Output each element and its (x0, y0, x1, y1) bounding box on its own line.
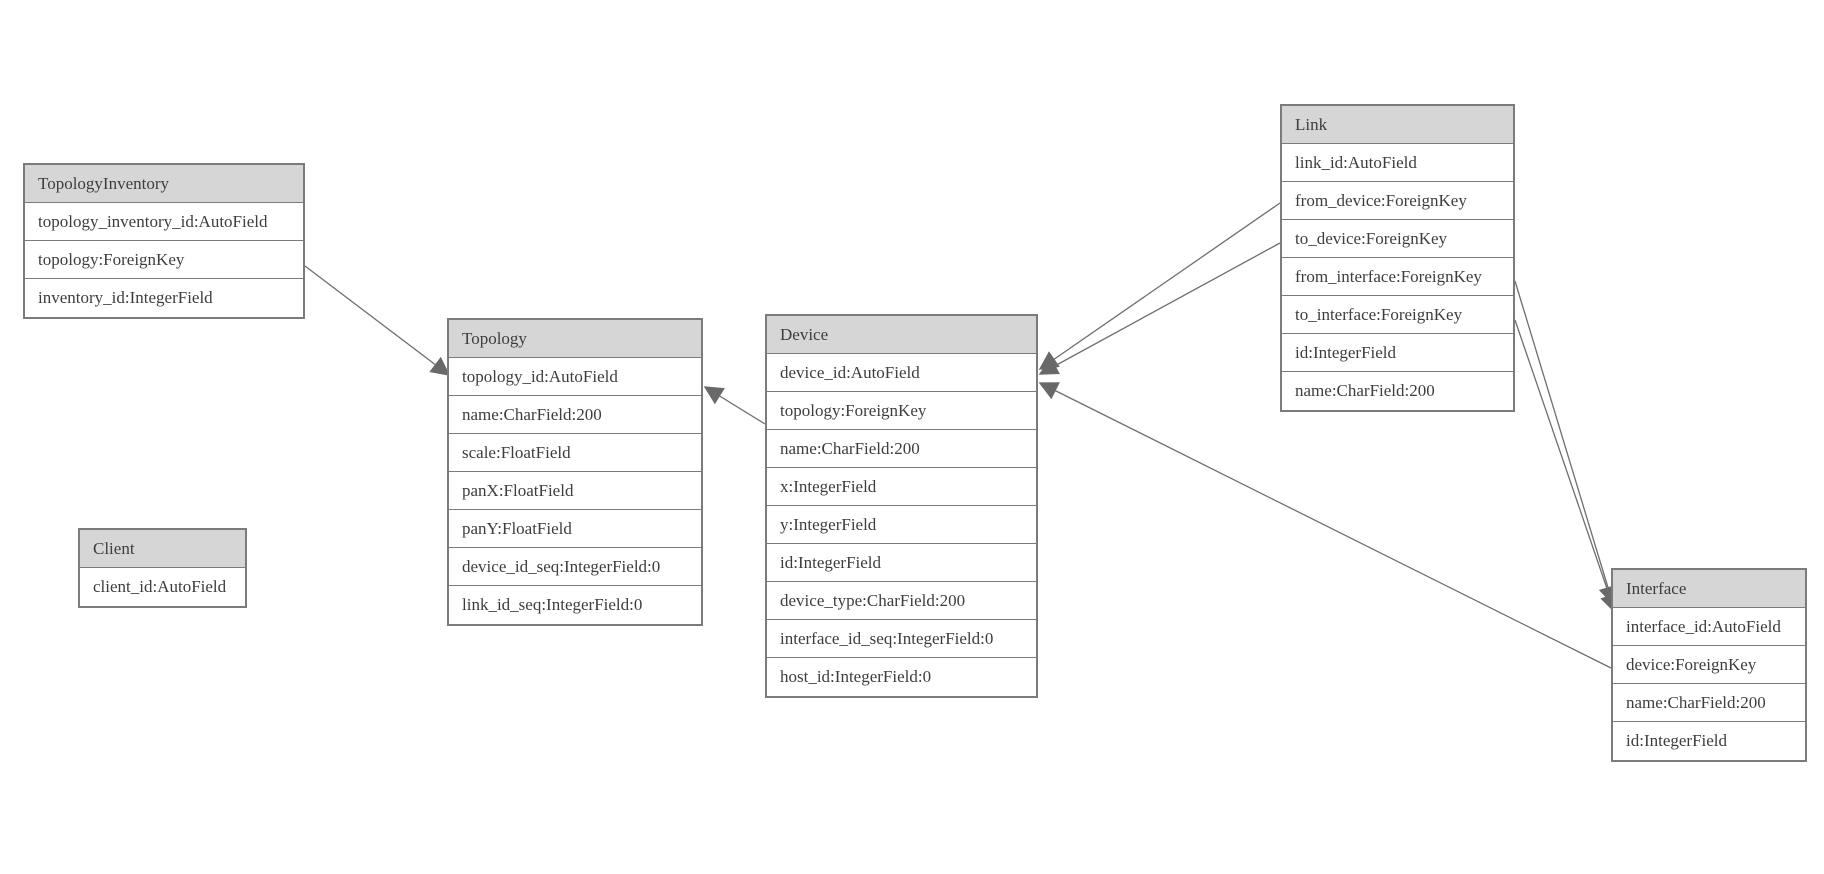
entity-title-topologyinventory: TopologyInventory (25, 165, 303, 203)
field-row-link-link_id: link_id:AutoField (1282, 144, 1513, 182)
field-row-device-interface_id_seq: interface_id_seq:IntegerField:0 (767, 620, 1036, 658)
field-row-client-client_id: client_id:AutoField (80, 568, 245, 606)
edge-interface-device-to-device-device_id (1038, 382, 1612, 669)
field-row-device-host_id: host_id:IntegerField:0 (767, 658, 1036, 696)
field-row-device-name: name:CharField:200 (767, 430, 1036, 468)
field-row-interface-device: device:ForeignKey (1613, 646, 1805, 684)
field-row-topology-name: name:CharField:200 (449, 396, 701, 434)
edge-link-to_interface-to-interface-interface_id (1514, 319, 1619, 614)
field-row-topology-topology_id: topology_id:AutoField (449, 358, 701, 396)
edge-link-from_device-to-device-device_id (1038, 202, 1281, 370)
field-row-link-id: id:IntegerField (1282, 334, 1513, 372)
field-row-device-y: y:IntegerField (767, 506, 1036, 544)
entity-title-topology: Topology (449, 320, 701, 358)
field-row-topology-panY: panY:FloatField (449, 510, 701, 548)
field-row-device-topology: topology:ForeignKey (767, 392, 1036, 430)
field-row-link-name: name:CharField:200 (1282, 372, 1513, 410)
field-row-topology-panX: panX:FloatField (449, 472, 701, 510)
field-row-device-device_id: device_id:AutoField (767, 354, 1036, 392)
edge-link-from_interface-to-interface-interface_id (1514, 280, 1618, 606)
field-row-device-device_type: device_type:CharField:200 (767, 582, 1036, 620)
entity-title-device: Device (767, 316, 1036, 354)
field-row-topology-scale: scale:FloatField (449, 434, 701, 472)
field-row-topologyinventory-topology: topology:ForeignKey (25, 241, 303, 279)
field-row-topologyinventory-topology_inventory_id: topology_inventory_id:AutoField (25, 203, 303, 241)
field-row-topology-device_id_seq: device_id_seq:IntegerField:0 (449, 548, 701, 586)
edge-topologyinventory-topology-to-topology-topology_id (304, 265, 451, 376)
field-row-device-id: id:IntegerField (767, 544, 1036, 582)
entity-title-client: Client (80, 530, 245, 568)
field-row-interface-interface_id: interface_id:AutoField (1613, 608, 1805, 646)
entity-title-link: Link (1282, 106, 1513, 144)
field-row-link-to_interface: to_interface:ForeignKey (1282, 296, 1513, 334)
edge-link-to_device-to-device-device_id (1038, 242, 1281, 375)
field-row-interface-id: id:IntegerField (1613, 722, 1805, 760)
entity-title-interface: Interface (1613, 570, 1805, 608)
field-row-interface-name: name:CharField:200 (1613, 684, 1805, 722)
field-row-topology-link_id_seq: link_id_seq:IntegerField:0 (449, 586, 701, 624)
field-row-device-x: x:IntegerField (767, 468, 1036, 506)
field-row-link-to_device: to_device:ForeignKey (1282, 220, 1513, 258)
field-row-link-from_device: from_device:ForeignKey (1282, 182, 1513, 220)
edge-device-topology-to-topology-topology_id (703, 386, 766, 425)
field-row-topologyinventory-inventory_id: inventory_id:IntegerField (25, 279, 303, 317)
field-row-link-from_interface: from_interface:ForeignKey (1282, 258, 1513, 296)
